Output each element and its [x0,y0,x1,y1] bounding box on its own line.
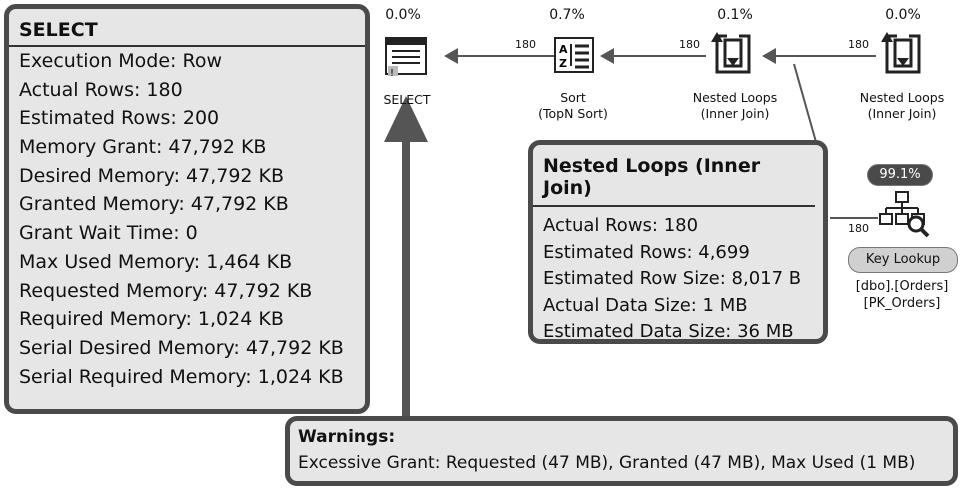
key-lookup-label: Key Lookup [848,247,958,273]
key-lookup-icon[interactable] [878,190,932,242]
arrow-head-nl1 [762,48,776,64]
select-label: SELECT [347,92,467,108]
nl-row-actual-data-size: Actual Data Size: 1 MB [543,294,748,316]
warnings-title: Warnings: [298,427,396,447]
sort-cost-pct: 0.7% [549,7,585,23]
select-row-desired-memory: Desired Memory: 47,792 KB [19,164,285,187]
svg-text:A: A [559,43,568,56]
select-row-requested-memory: Requested Memory: 47,792 KB [19,279,313,302]
select-icon[interactable]: ! [384,36,430,84]
select-tooltip-rows: Execution Mode: Row Actual Rows: 180 Est… [9,47,365,391]
nl-row-estimated-row-size: Estimated Row Size: 8,017 B [543,268,802,289]
nested-loops-1-label-line2: (Inner Join) [700,106,770,121]
nested-loops-1-label-line1: Nested Loops [692,90,778,105]
select-row-execution-mode: Execution Mode: Row [19,50,222,72]
select-row-memory-grant: Memory Grant: 47,792 KB [19,136,267,159]
sort-label-line1: Sort [560,90,586,105]
select-label-text: SELECT [383,92,431,107]
nested-loops-tooltip-rows: Actual Rows: 180 Estimated Rows: 4,699 E… [533,207,823,346]
nested-loops-tooltip-title: Nested Loops (Inner Join) [533,145,815,207]
nested-loops-2-icon[interactable] [879,30,925,82]
nested-loops-1-cost-pct: 0.1% [717,7,753,23]
key-lookup-table: [dbo].[Orders] [855,279,949,294]
key-lookup-cost-badge: 99.1% [867,164,933,186]
key-lookup-object: [dbo].[Orders] [PK_Orders] [842,278,962,312]
nested-loops-1-row-count: 180 [679,38,700,51]
select-row-serial-desired-memory: Serial Desired Memory: 47,792 KB [19,336,344,359]
nl-row-actual-rows: Actual Rows: 180 [543,215,699,236]
nl-row-estimated-data-size: Estimated Data Size: 36 MB [543,321,794,342]
arrow-head-select [444,48,458,64]
select-cost-pct: 0.0% [385,7,421,23]
select-row-required-memory: Required Memory: 1,024 KB [19,308,284,331]
sort-label-line2: (TopN Sort) [538,106,608,121]
nested-loops-tooltip: Nested Loops (Inner Join) Actual Rows: 1… [528,140,828,344]
sort-label: Sort (TopN Sort) [513,90,633,122]
nested-loops-1-label: Nested Loops (Inner Join) [675,90,795,122]
svg-text:!: ! [390,68,394,79]
key-lookup-row-count: 180 [848,222,869,235]
nested-loops-2-cost-pct: 0.0% [885,7,921,23]
arrow-head-sort [600,48,614,64]
sort-row-count: 180 [515,38,536,51]
nested-loops-1-icon[interactable] [709,30,755,82]
nested-loops-2-row-count: 180 [848,38,869,51]
warnings-panel: Warnings: Excessive Grant: Requested (47… [285,416,958,486]
callout-pointer-warnings [402,140,410,418]
nested-loops-2-label-line2: (Inner Join) [867,106,937,121]
svg-text:Z: Z [559,57,567,70]
select-tooltip-title: SELECT [9,9,365,47]
select-row-actual-rows: Actual Rows: 180 [19,78,183,101]
select-row-max-used-memory: Max Used Memory: 1,464 KB [19,250,293,273]
nested-loops-2-label: Nested Loops (Inner Join) [842,90,962,122]
nl-row-estimated-rows: Estimated Rows: 4,699 [543,241,750,263]
warnings-text: Excessive Grant: Requested (47 MB), Gran… [298,453,916,473]
callout-pointer-nl [793,63,817,143]
callout-arrowhead-warnings [384,96,428,142]
key-lookup-index: [PK_Orders] [863,296,941,311]
sort-icon[interactable]: A Z [553,36,597,80]
select-row-serial-required-memory: Serial Required Memory: 1,024 KB [19,365,344,388]
nested-loops-2-label-line1: Nested Loops [859,90,945,105]
select-row-grant-wait-time: Grant Wait Time: 0 [19,222,198,245]
select-row-estimated-rows: Estimated Rows: 200 [19,107,220,130]
select-row-granted-memory: Granted Memory: 47,792 KB [19,193,289,216]
select-tooltip: SELECT Execution Mode: Row Actual Rows: … [4,4,370,414]
